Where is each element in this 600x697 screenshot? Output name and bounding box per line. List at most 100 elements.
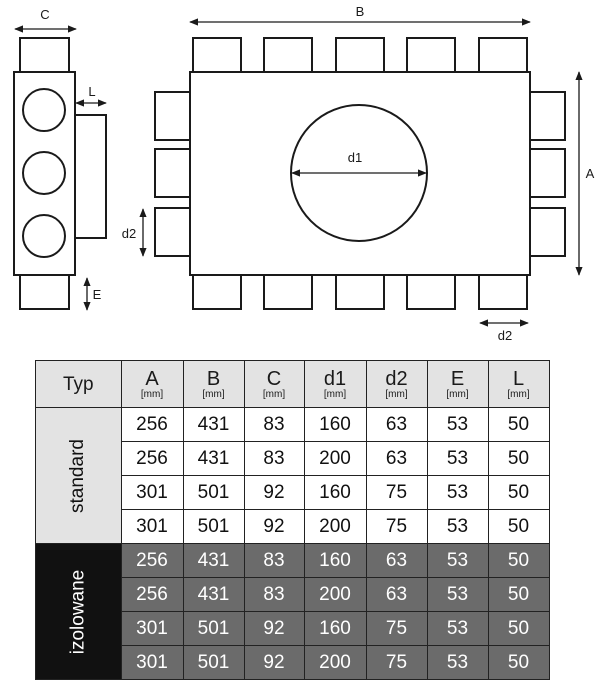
dimension-l: L bbox=[75, 84, 107, 107]
table-cell: 50 bbox=[487, 475, 550, 510]
table-cell: 431 bbox=[182, 441, 245, 476]
table-cell: 160 bbox=[303, 475, 367, 510]
dimension-l-label: L bbox=[88, 84, 95, 99]
table-cell: 53 bbox=[426, 441, 489, 476]
table-cell: 50 bbox=[487, 577, 550, 612]
dimensions-table: Typ A[mm] B[mm] C[mm] d1[mm] d2[mm] E[mm… bbox=[35, 360, 550, 680]
table-cell: 160 bbox=[303, 611, 367, 646]
header-c-unit: [mm] bbox=[262, 388, 286, 400]
table-cell: 75 bbox=[365, 611, 428, 646]
table-cell: 301 bbox=[120, 509, 184, 544]
table-cell: 53 bbox=[426, 611, 489, 646]
header-a-unit: [mm] bbox=[140, 388, 164, 400]
side-outlet-circle-2 bbox=[22, 151, 66, 195]
table-cell: 431 bbox=[182, 577, 245, 612]
table-row: 301 501 92 160 75 53 50 bbox=[36, 475, 550, 510]
front-top-spigot-2 bbox=[263, 37, 313, 73]
table-cell: 256 bbox=[120, 543, 184, 578]
header-l-unit: [mm] bbox=[507, 388, 530, 400]
table-cell: 50 bbox=[487, 509, 550, 544]
table-cell: 75 bbox=[365, 475, 428, 510]
table-cell: 63 bbox=[365, 543, 428, 578]
table-cell: 501 bbox=[182, 645, 245, 680]
table-cell: 301 bbox=[120, 611, 184, 646]
front-left-spigot-1 bbox=[154, 91, 191, 141]
header-c-name: C bbox=[266, 367, 282, 390]
front-top-spigot-1 bbox=[192, 37, 242, 73]
dimension-a-label: A bbox=[586, 166, 595, 181]
header-a: A[mm] bbox=[120, 360, 184, 408]
dimension-d2-left-label: d2 bbox=[122, 226, 136, 241]
side-outlet-circle-3 bbox=[22, 214, 66, 258]
front-view: d1 bbox=[154, 37, 566, 310]
dimension-d2-bottom: d2 bbox=[479, 319, 529, 343]
front-left-spigot-3 bbox=[154, 207, 191, 257]
table-row: standard 256 431 83 160 63 53 50 bbox=[35, 407, 550, 544]
technical-drawing: C L E d1 bbox=[13, 4, 595, 343]
header-d1-unit: [mm] bbox=[323, 388, 347, 400]
table-cell: 501 bbox=[182, 475, 245, 510]
dimension-b: B bbox=[189, 4, 531, 26]
table-cell: 53 bbox=[426, 577, 489, 612]
table-cell: 160 bbox=[303, 407, 367, 442]
dimension-a: A bbox=[575, 71, 595, 276]
table-row: 301 501 92 160 75 53 50 bbox=[36, 611, 550, 646]
group-label-izolowane: izolowane bbox=[35, 543, 122, 680]
table-cell: 92 bbox=[243, 611, 305, 646]
front-top-spigot-3 bbox=[335, 37, 385, 73]
dimension-b-label: B bbox=[356, 4, 365, 19]
table-cell: 63 bbox=[365, 441, 428, 476]
header-e-unit: [mm] bbox=[446, 388, 469, 400]
front-bottom-spigot-3 bbox=[335, 274, 385, 310]
header-a-name: A bbox=[145, 367, 159, 390]
front-top-spigot-5 bbox=[478, 37, 528, 73]
table-header-row: Typ A[mm] B[mm] C[mm] d1[mm] d2[mm] E[mm… bbox=[35, 360, 550, 408]
header-d1-name: d1 bbox=[323, 367, 347, 390]
dimension-d1-label: d1 bbox=[348, 150, 362, 165]
table-cell: 301 bbox=[120, 645, 184, 680]
table-cell: 256 bbox=[120, 441, 184, 476]
table-cell: 501 bbox=[182, 509, 245, 544]
side-bottom-spigot bbox=[19, 274, 70, 310]
table-row: 256 431 83 200 63 53 50 bbox=[36, 441, 550, 476]
front-right-spigot-1 bbox=[529, 91, 566, 141]
header-typ: Typ bbox=[35, 360, 122, 408]
header-b-unit: [mm] bbox=[202, 388, 225, 400]
header-l-name: L bbox=[512, 367, 525, 390]
header-l: L[mm] bbox=[487, 360, 550, 408]
table-cell: 431 bbox=[182, 543, 245, 578]
front-bottom-spigot-5 bbox=[478, 274, 528, 310]
front-top-spigot-4 bbox=[406, 37, 456, 73]
table-cell: 50 bbox=[487, 611, 550, 646]
front-left-spigot-2 bbox=[154, 148, 191, 198]
table-cell: 256 bbox=[120, 407, 184, 442]
table-cell: 75 bbox=[365, 645, 428, 680]
side-outlet-circle-1 bbox=[22, 88, 66, 132]
table-cell: 63 bbox=[365, 577, 428, 612]
side-top-spigot bbox=[19, 37, 70, 73]
dimension-e-label: E bbox=[93, 287, 102, 302]
table-cell: 50 bbox=[487, 407, 550, 442]
group-label-izolowane-text: izolowane bbox=[67, 569, 89, 654]
table-cell: 83 bbox=[243, 441, 305, 476]
table-cell: 501 bbox=[182, 611, 245, 646]
table-cell: 200 bbox=[303, 645, 367, 680]
side-view bbox=[13, 37, 107, 310]
table-cell: 200 bbox=[303, 509, 367, 544]
table-cell: 431 bbox=[182, 407, 245, 442]
dimension-c: C bbox=[14, 7, 77, 33]
header-d2-unit: [mm] bbox=[385, 388, 408, 400]
table-cell: 50 bbox=[487, 645, 550, 680]
table-cell: 53 bbox=[426, 543, 489, 578]
front-right-spigot-3 bbox=[529, 207, 566, 257]
header-d2-name: d2 bbox=[385, 367, 408, 390]
table-cell: 160 bbox=[303, 543, 367, 578]
dimension-d2-bottom-label: d2 bbox=[498, 328, 512, 343]
header-c: C[mm] bbox=[243, 360, 305, 408]
front-bottom-spigot-2 bbox=[263, 274, 313, 310]
front-bottom-spigot-1 bbox=[192, 274, 242, 310]
table-cell: 92 bbox=[243, 475, 305, 510]
dimension-d2-left: d2 bbox=[122, 208, 147, 257]
table-cell: 83 bbox=[243, 577, 305, 612]
table-cell: 53 bbox=[426, 509, 489, 544]
